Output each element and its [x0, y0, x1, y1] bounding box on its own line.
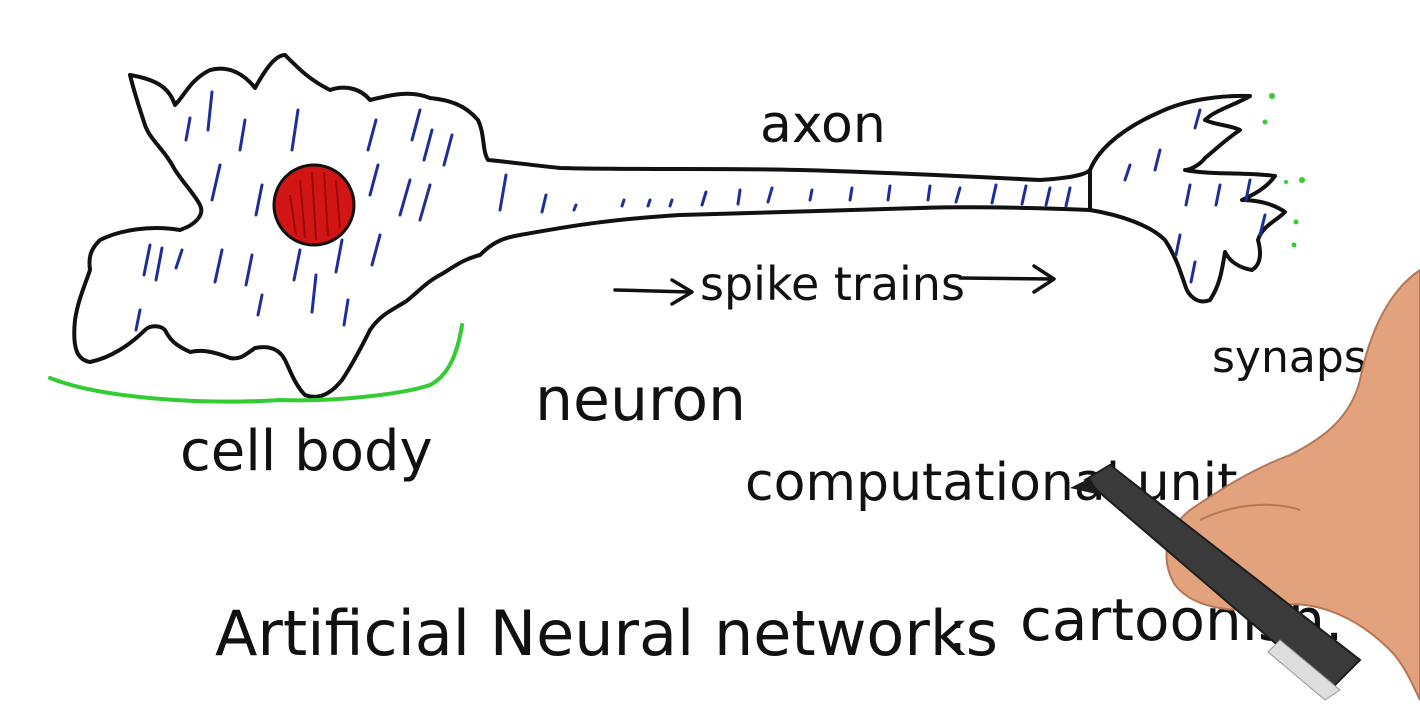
spike-trains-label: spike trains — [700, 257, 965, 311]
neuron-drawing — [48, 53, 1305, 404]
neuron-label: neuron — [535, 365, 746, 435]
nucleus-hatching — [289, 171, 341, 241]
synapse-dots — [1262, 93, 1305, 248]
cell-body-outline — [72, 53, 1092, 399]
spike-train-arrows — [613, 264, 1056, 306]
axon-label: axon — [760, 95, 886, 155]
finger-detail — [1199, 503, 1301, 521]
ann-title: Artificial Neural networks — [215, 597, 998, 670]
computational-unit-label: computational unit — [745, 453, 1237, 513]
cell-body-brace — [48, 323, 464, 404]
cell-body-label: cell body — [180, 419, 433, 484]
pen-body — [1083, 463, 1362, 692]
separator-colon: : — [948, 599, 967, 664]
axon-hatching — [498, 108, 1267, 284]
pen-tip — [1070, 478, 1100, 495]
hand-with-pen — [1070, 268, 1420, 701]
pen-highlight — [1267, 639, 1341, 701]
cytoplasm-hatching — [134, 90, 454, 332]
